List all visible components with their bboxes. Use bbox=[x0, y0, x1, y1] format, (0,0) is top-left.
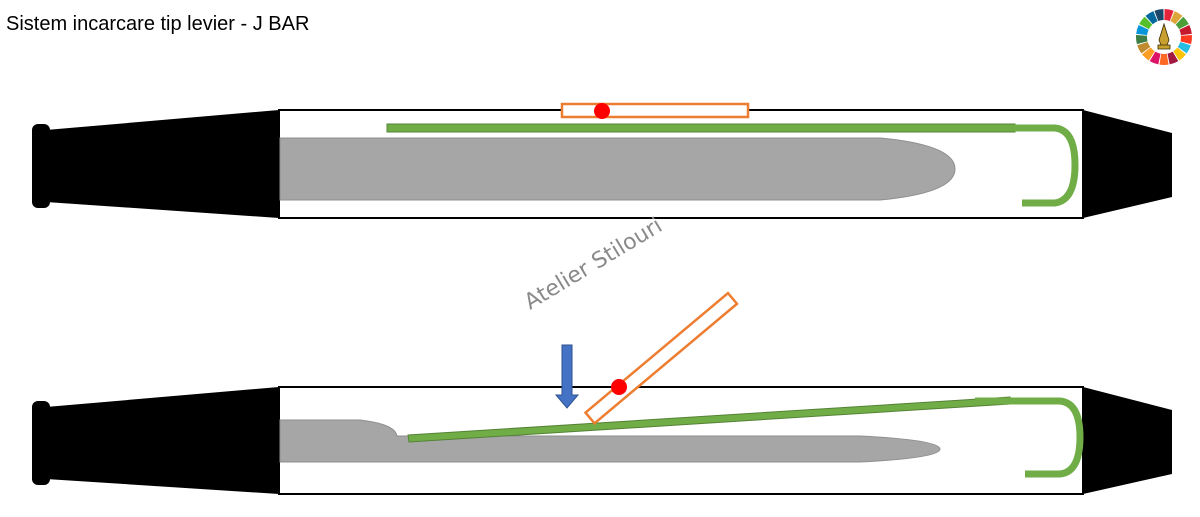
j-bar-hook bbox=[965, 124, 1079, 207]
logo-segment bbox=[1141, 47, 1155, 61]
pen-end-cone bbox=[1083, 110, 1172, 218]
sdg-wheel-pen-nib-logo bbox=[1136, 9, 1193, 66]
pen-open-state bbox=[32, 291, 1172, 495]
logo-segment bbox=[1159, 53, 1169, 66]
logo-segment bbox=[1167, 51, 1179, 65]
lever bbox=[560, 102, 750, 119]
logo-segment bbox=[1164, 9, 1174, 22]
pen-closed-state bbox=[32, 102, 1172, 219]
logo-segment bbox=[1149, 51, 1161, 65]
logo-segment bbox=[1154, 9, 1164, 22]
pen-end-cone bbox=[1083, 387, 1172, 494]
ink-sac bbox=[279, 137, 956, 201]
j-bar-hook bbox=[975, 397, 1084, 478]
pen-grip-cap bbox=[32, 401, 50, 485]
logo-segment bbox=[1177, 41, 1191, 54]
logo-segment bbox=[1136, 25, 1149, 36]
pen-grip-cap bbox=[32, 124, 50, 208]
logo-segment bbox=[1179, 25, 1192, 36]
lever-pivot bbox=[594, 103, 610, 119]
logo-segment bbox=[1170, 11, 1183, 25]
logo-segment bbox=[1145, 11, 1158, 25]
pen-nib-icon bbox=[1157, 22, 1171, 50]
watermark: Atelier Stilouri bbox=[520, 213, 667, 315]
logo-segment bbox=[1137, 41, 1151, 54]
logo-segment bbox=[1136, 34, 1148, 45]
pen-section-cone bbox=[46, 387, 279, 494]
lever-pivot bbox=[611, 379, 627, 395]
diagram-title: Sistem incarcare tip levier - J BAR bbox=[6, 13, 310, 35]
ink-sac-compressed bbox=[279, 419, 941, 463]
logo-segment bbox=[1173, 47, 1187, 61]
logo-segment bbox=[1175, 16, 1189, 30]
logo-segment bbox=[1180, 34, 1193, 45]
press-down-arrow bbox=[554, 344, 580, 409]
j-bar-pressure-bar bbox=[386, 123, 1016, 133]
pen-section-cone bbox=[46, 110, 279, 218]
logo-segment bbox=[1139, 16, 1153, 30]
